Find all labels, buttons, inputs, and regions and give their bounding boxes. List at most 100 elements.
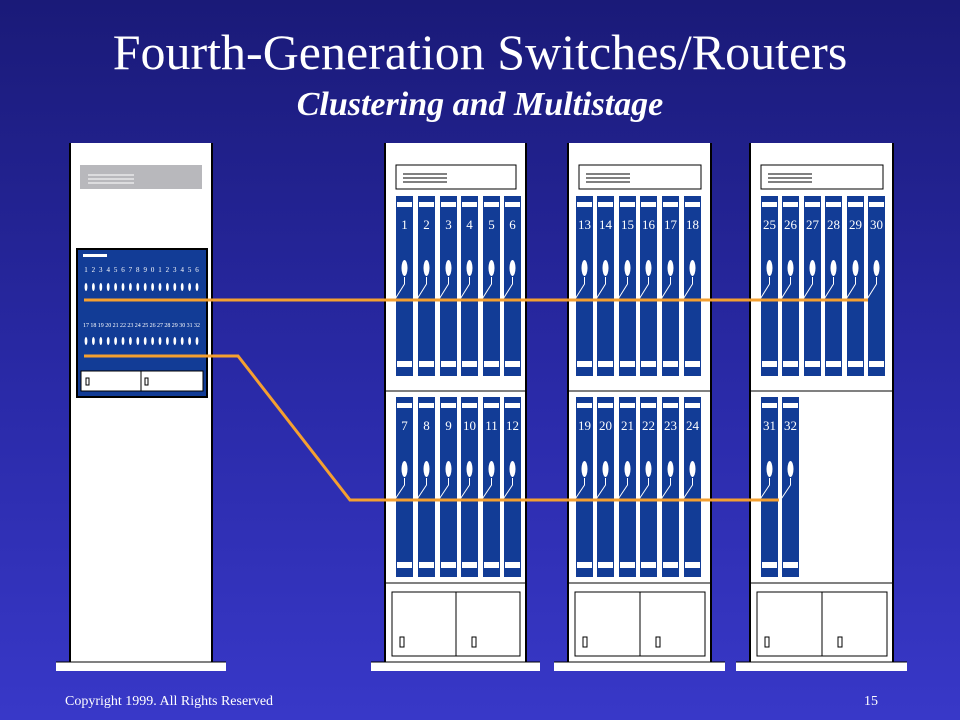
- port-label: 4: [466, 217, 473, 232]
- card-fiber-lead: [595, 478, 606, 501]
- line-card-body: [619, 397, 636, 577]
- line-card: 20: [597, 397, 614, 577]
- line-card-handle: [663, 403, 678, 408]
- rack-top-panel: [578, 164, 702, 190]
- core-port-label: 21: [113, 323, 119, 329]
- port-connector-icon: [423, 461, 430, 477]
- core-port-label: 18: [90, 323, 96, 329]
- card-fiber-lead: [866, 277, 877, 301]
- line-card-handle: [620, 202, 635, 207]
- port-label: 3: [445, 217, 452, 232]
- card-fiber-lead: [823, 277, 834, 301]
- line-card-handle: [484, 562, 499, 568]
- psu-switch: [764, 636, 770, 648]
- line-card-handle: [641, 202, 656, 207]
- card-fiber-lead: [574, 478, 585, 501]
- port-label: 23: [664, 418, 677, 433]
- core-port-icon: [99, 337, 103, 345]
- line-card-handle: [620, 361, 635, 367]
- line-card: 26: [782, 196, 799, 376]
- card-fiber-lead: [459, 478, 470, 501]
- rack-top-panel: [395, 164, 517, 190]
- core-port-icon: [106, 337, 110, 345]
- port-label: 30: [870, 217, 883, 232]
- footer-copyright: Copyright 1999. All Rights Reserved: [65, 694, 274, 709]
- line-card: 27: [804, 196, 821, 376]
- port-label: 10: [463, 418, 476, 433]
- core-psu-switch: [85, 377, 90, 386]
- port-connector-icon: [509, 260, 516, 276]
- core-port-icon: [180, 283, 184, 291]
- core-port-icon: [121, 337, 125, 345]
- port-connector-icon: [602, 260, 609, 276]
- port-connector-icon: [445, 260, 452, 276]
- core-port-icon: [195, 337, 199, 345]
- port-label: 13: [578, 217, 591, 232]
- core-port-label: 2: [166, 266, 170, 274]
- core-port-label: 1: [84, 266, 88, 274]
- port-connector-icon: [645, 260, 652, 276]
- port-label: 27: [806, 217, 820, 232]
- line-card-body: [597, 397, 614, 577]
- core-chassis-label: [83, 254, 107, 257]
- line-card-handle: [462, 361, 477, 367]
- line-card-handle: [826, 361, 841, 367]
- core-port-icon: [173, 337, 177, 345]
- card-fiber-lead: [502, 277, 513, 301]
- card-fiber-lead: [617, 277, 628, 301]
- port-connector-icon: [852, 260, 859, 276]
- line-card-handle: [505, 403, 520, 408]
- line-card-handle: [826, 202, 841, 207]
- card-fiber-lead: [660, 277, 671, 301]
- rack-base: [371, 662, 540, 671]
- line-card-body: [640, 196, 657, 376]
- core-port-icon: [143, 337, 147, 345]
- port-label: 11: [485, 418, 498, 433]
- line-card: 31: [761, 397, 778, 577]
- core-port-label: 5: [114, 266, 118, 274]
- line-card: 29: [847, 196, 864, 376]
- line-card-handle: [848, 202, 863, 207]
- card-fiber-lead: [802, 277, 813, 301]
- line-card-body: [418, 397, 435, 577]
- line-card-handle: [783, 403, 798, 408]
- line-card: 13: [576, 196, 593, 376]
- line-card-handle: [805, 202, 820, 207]
- line-card-handle: [441, 562, 456, 568]
- port-connector-icon: [766, 461, 773, 477]
- port-label: 29: [849, 217, 862, 232]
- line-card-handle: [598, 562, 613, 568]
- port-connector-icon: [445, 461, 452, 477]
- port-label: 31: [763, 418, 776, 433]
- core-port-icon: [166, 283, 169, 291]
- psu-switch: [471, 636, 477, 648]
- line-card-body: [504, 397, 521, 577]
- line-card-handle: [783, 361, 798, 367]
- card-fiber-lead: [759, 478, 770, 501]
- line-card-body: [761, 196, 778, 376]
- core-port-label: 3: [173, 266, 177, 274]
- line-card: 18: [684, 196, 701, 376]
- line-card-body: [662, 397, 679, 577]
- line-card-body: [640, 397, 657, 577]
- core-port-label: 9: [143, 266, 147, 274]
- core-port-label: 27: [157, 323, 163, 329]
- port-connector-icon: [689, 260, 696, 276]
- port-connector-icon: [581, 461, 588, 477]
- line-card: 19: [576, 397, 593, 577]
- line-card-body: [576, 397, 593, 577]
- footer-page-number: 15: [864, 694, 878, 709]
- line-card-handle: [397, 202, 412, 207]
- line-card-body: [782, 397, 799, 577]
- core-port-icon: [136, 283, 140, 291]
- psu-switch: [582, 636, 588, 648]
- core-port-icon: [92, 337, 95, 345]
- port-label: 9: [445, 418, 452, 433]
- line-card-body: [868, 196, 885, 376]
- line-card-handle: [783, 562, 798, 568]
- port-connector-icon: [766, 260, 773, 276]
- port-label: 5: [488, 217, 495, 232]
- line-card-handle: [577, 361, 592, 367]
